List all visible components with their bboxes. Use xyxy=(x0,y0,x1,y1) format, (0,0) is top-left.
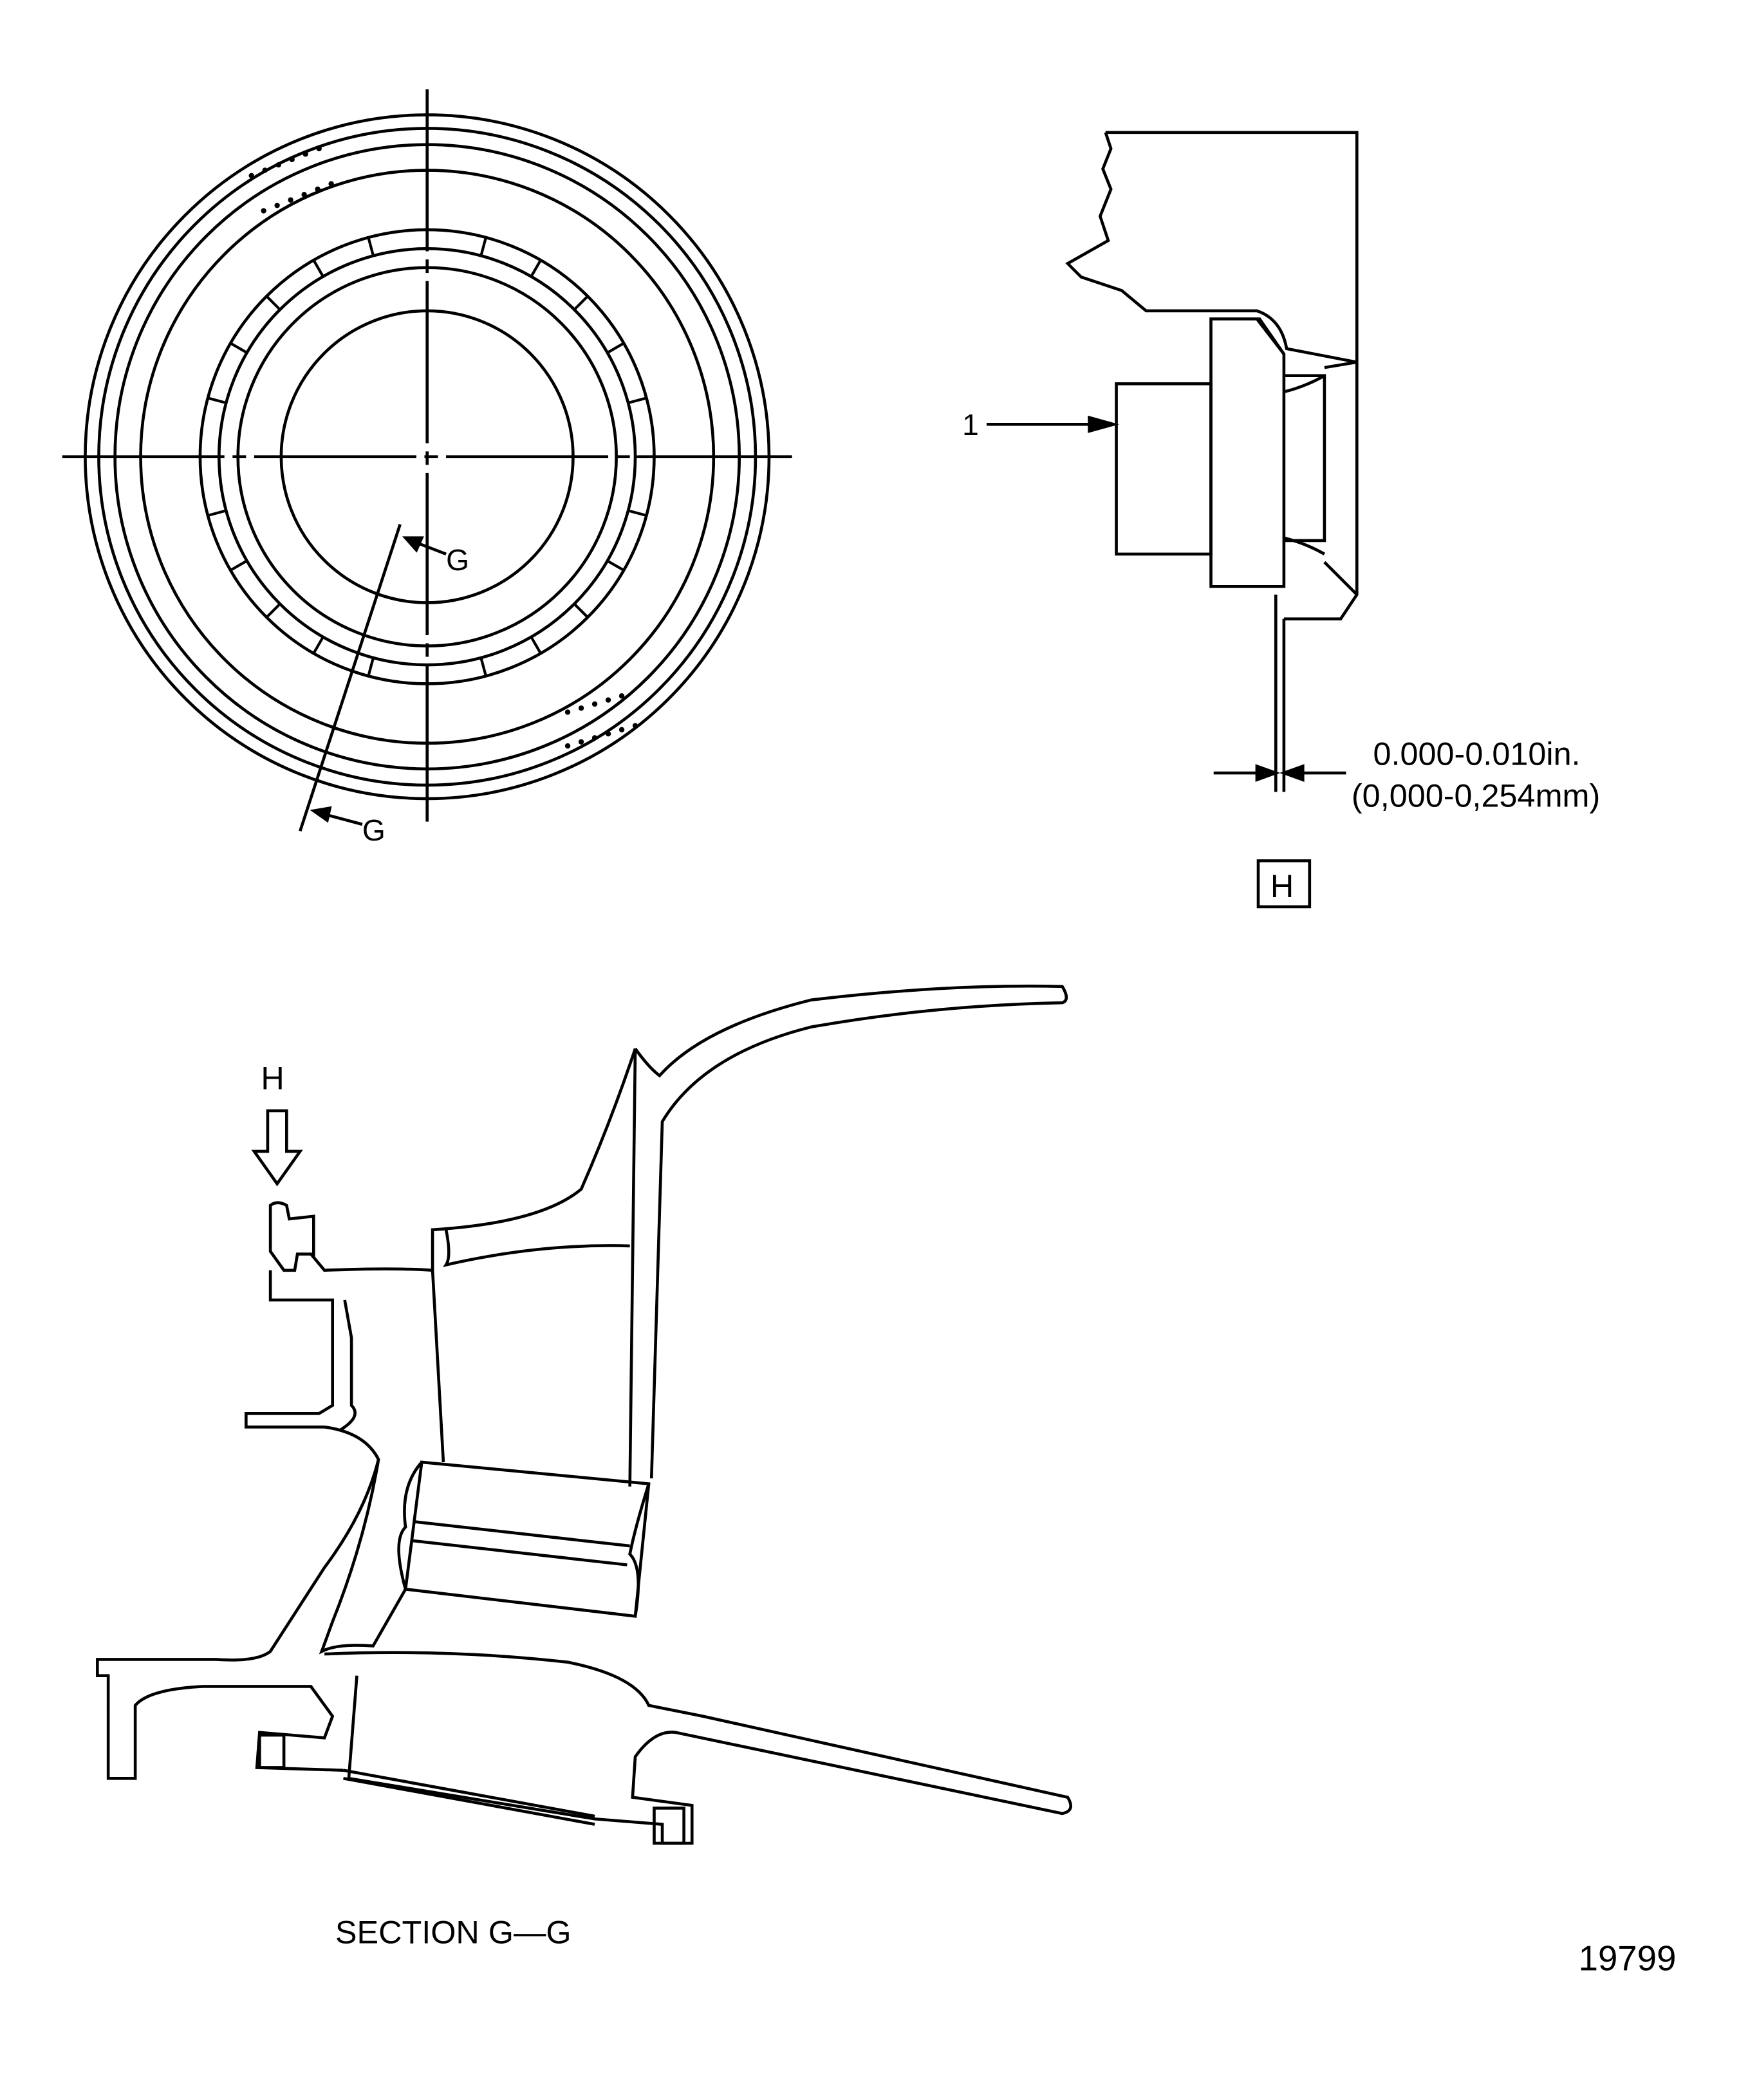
cage-slot xyxy=(367,657,375,676)
cage-slot xyxy=(530,636,542,655)
dimension-millimeters: (0,000-0,254mm) xyxy=(1352,777,1600,814)
cage-slot xyxy=(230,559,248,571)
cage-slot xyxy=(479,657,488,676)
cage-slot xyxy=(628,396,647,405)
cage-slot xyxy=(606,559,625,571)
cage-slot xyxy=(265,602,281,618)
detail-h-view xyxy=(986,131,1359,909)
cage-slot xyxy=(312,636,324,655)
section-marker-g-lower: G xyxy=(362,813,386,847)
cage-slot xyxy=(606,342,625,354)
cage-slot xyxy=(207,509,227,517)
figure-number: 19799 xyxy=(1579,1938,1677,1978)
detail-view-label-h: H xyxy=(1270,868,1294,904)
circular-end-view xyxy=(62,89,792,832)
cage-slot xyxy=(628,509,647,517)
section-marker-g-upper: G xyxy=(446,543,469,577)
cage-slot xyxy=(573,295,589,311)
cage-slot xyxy=(530,259,542,277)
cage-slot xyxy=(312,259,324,277)
cage-slot xyxy=(230,342,248,354)
cage-slot xyxy=(367,237,375,256)
cage-slot xyxy=(207,396,227,405)
cage-slot xyxy=(479,237,488,256)
dimension-inches: 0.000-0.010in. xyxy=(1373,735,1581,772)
section-g-g-view xyxy=(96,984,1072,1845)
cage-slot xyxy=(573,602,589,618)
cage-slot xyxy=(265,295,281,311)
section-view-arrow-label-h: H xyxy=(261,1059,284,1096)
section-title: SECTION G—G xyxy=(335,1913,572,1950)
callout-1: 1 xyxy=(962,408,979,441)
